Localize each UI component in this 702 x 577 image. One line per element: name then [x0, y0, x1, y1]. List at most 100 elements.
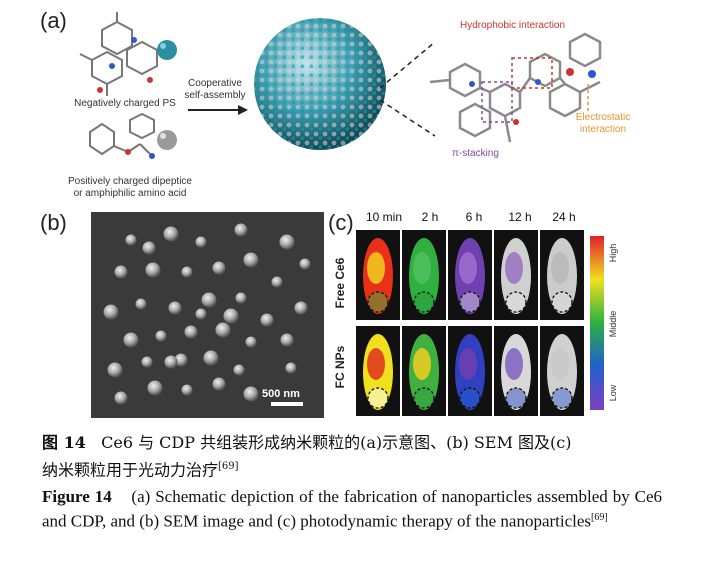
electrostatic-label-1: Electrostatic [575, 112, 631, 123]
sem-particle [271, 276, 283, 288]
fluorescence-region [413, 348, 431, 380]
panel-a-label: (a) [40, 8, 67, 33]
sem-particle [203, 350, 219, 366]
arrow-label-1: Cooperative [188, 78, 242, 89]
sem-particle [243, 386, 259, 402]
ps-label: Negatively charged PS [74, 98, 176, 109]
tumor-circle [505, 291, 527, 313]
scale-middle-label: Middle [608, 310, 618, 338]
dipeptide-label-2: or amphiphilic amino acid [73, 188, 187, 199]
tumor-circle [505, 387, 527, 409]
row-label-fc-nps: FC NPs [333, 345, 347, 389]
sem-particle [279, 234, 295, 250]
tumor-circle [413, 291, 435, 313]
sem-particle [164, 355, 178, 369]
sem-particle [155, 330, 167, 342]
time-label: 12 h [508, 210, 532, 224]
caption-en-ref: [69] [591, 512, 608, 523]
sem-particle [280, 333, 294, 347]
caption-cn-text2: 纳米颗粒用于光动力治疗 [42, 460, 219, 480]
sem-particle [234, 223, 248, 237]
sem-particle [135, 298, 147, 310]
sem-particle [147, 380, 163, 396]
fluorescence-region [459, 348, 477, 380]
intensity-color-scale [590, 236, 604, 410]
sem-particle [215, 322, 231, 338]
sem-particle [123, 332, 139, 348]
sem-particle [235, 292, 247, 304]
teal-sphere-icon [157, 40, 177, 60]
fluorescence-region [459, 252, 477, 284]
fluorescence-region [413, 252, 431, 284]
panel-c-label: (c) [328, 210, 354, 235]
sem-particle [103, 304, 119, 320]
panel-b-label: (b) [40, 210, 67, 235]
sem-particle [184, 325, 198, 339]
sem-particle [145, 262, 161, 278]
tumor-circle [413, 387, 435, 409]
pi-stacking-label: π-stacking [452, 148, 499, 159]
sem-particle [114, 391, 128, 405]
fluorescence-region [505, 348, 523, 380]
sem-particle [285, 362, 297, 374]
sem-particle [245, 336, 257, 348]
sem-particle [223, 308, 239, 324]
sem-particle [174, 353, 188, 367]
sem-particle [107, 362, 123, 378]
sem-particle [142, 241, 156, 255]
sem-particle [195, 236, 207, 248]
sem-particle [233, 364, 245, 376]
scale-low-label: Low [608, 384, 618, 402]
sem-particle [195, 308, 207, 320]
dipeptide-molecule-image [89, 112, 155, 159]
time-label: 6 h [465, 210, 483, 224]
tumor-circle [367, 291, 389, 313]
fluorescence-region [551, 252, 569, 284]
caption-cn-label: 图 14 [42, 433, 86, 452]
tumor-circle [459, 387, 481, 409]
scale-high-label: High [608, 243, 618, 263]
caption-cn-text: Ce6 与 CDP 共组装形成纳米颗粒的(a)示意图、(b) SEM 图及(c) [101, 433, 572, 452]
sem-particle [125, 234, 137, 246]
sem-particle [181, 266, 193, 278]
fluorescence-region [551, 348, 569, 380]
molecular-interaction-image [429, 32, 602, 143]
grey-sphere-icon [157, 130, 177, 150]
zoom-dashed-lines [380, 41, 436, 137]
time-label: 10 min [365, 210, 403, 224]
sem-particle [299, 258, 311, 270]
sem-image [91, 212, 324, 418]
sem-particle [163, 226, 179, 242]
caption-en-label: Figure 14 [42, 487, 112, 506]
imaging-panels [356, 230, 584, 416]
sem-particle [114, 265, 128, 279]
caption-cn-ref: [69] [218, 461, 239, 472]
sem-particle [168, 301, 182, 315]
self-assembly-arrow-icon [188, 105, 248, 115]
sem-particle [243, 252, 259, 268]
fluorescence-region [367, 252, 385, 284]
scale-bar-label: 500 nm [262, 388, 300, 400]
tumor-circle [551, 387, 573, 409]
time-label: 2 h [421, 210, 439, 224]
sem-particle [212, 377, 226, 391]
caption-en-text: (a) Schematic depiction of the fabricati… [42, 487, 663, 531]
arrow-label-2: self-assembly [184, 90, 246, 101]
sem-particle [212, 261, 226, 275]
sem-particle [181, 384, 193, 396]
time-label: 24 h [552, 210, 576, 224]
sem-particle [141, 356, 153, 368]
caption-english: Figure 14 (a) Schematic depiction of the… [42, 486, 662, 532]
sem-particle [260, 313, 274, 327]
fluorescence-region [505, 252, 523, 284]
row-label-free-ce6: Free Ce6 [333, 257, 347, 309]
fluorescence-region [367, 348, 385, 380]
sem-particle [294, 301, 308, 315]
tumor-circle [459, 291, 481, 313]
tumor-circle [551, 291, 573, 313]
caption-chinese-line1: 图 14 Ce6 与 CDP 共组装形成纳米颗粒的(a)示意图、(b) SEM … [42, 432, 662, 454]
electrostatic-label-2: interaction [579, 124, 627, 135]
nanoparticle-sphere-image [254, 18, 386, 150]
hydrophobic-label: Hydrophobic interaction [460, 20, 566, 31]
tumor-circle [367, 387, 389, 409]
